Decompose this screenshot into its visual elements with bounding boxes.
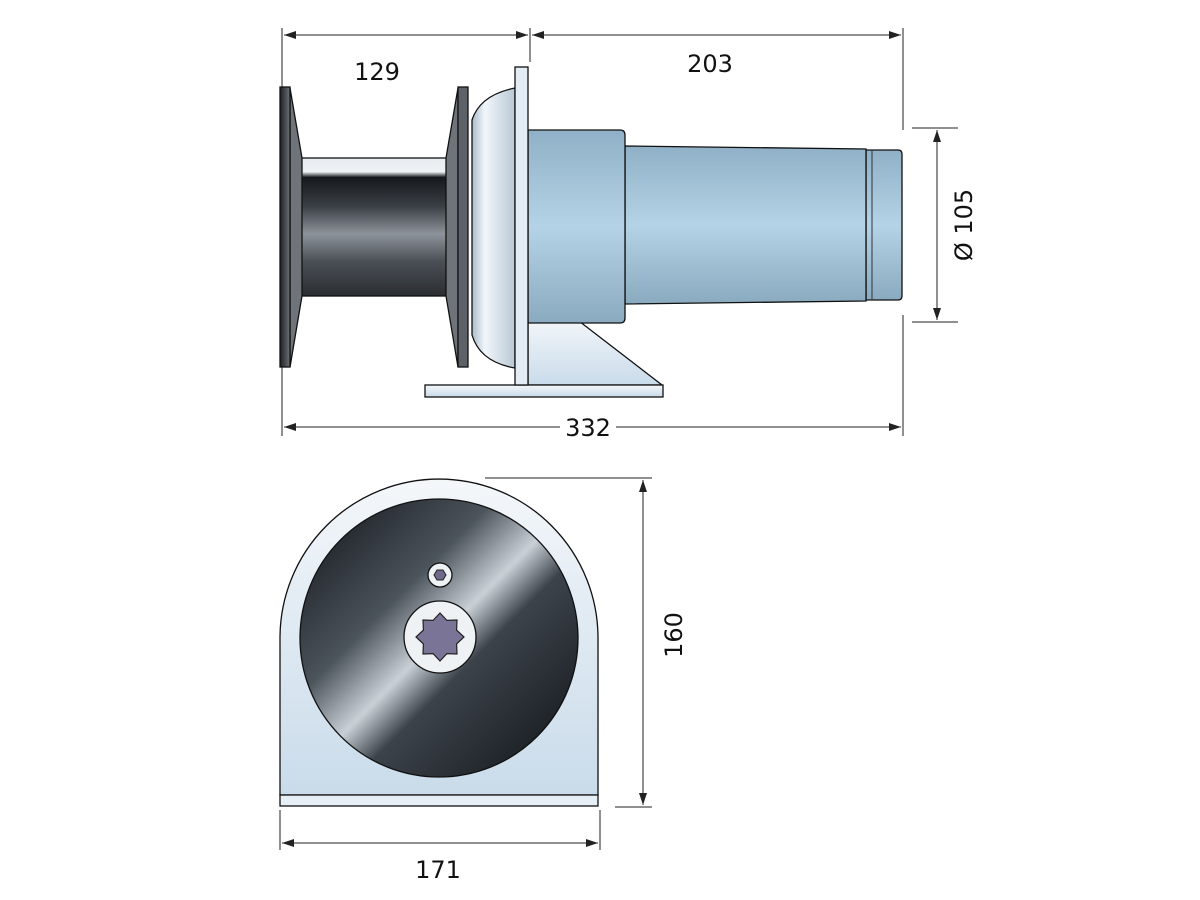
dim-label-diameter-105: Ø 105 — [950, 189, 978, 261]
dimension-drum-length: 129 — [284, 31, 528, 86]
dimension-motor-diameter: Ø 105 — [933, 130, 978, 320]
drum-flange-left — [279, 86, 303, 368]
dim-label-129: 129 — [354, 58, 400, 86]
front-view: 160 171 — [279, 477, 688, 884]
side-view: 129 203 332 Ø 105 — [279, 28, 978, 442]
spline-shaft — [415, 612, 465, 662]
bracket-gusset — [527, 317, 664, 386]
dimension-height: 160 — [639, 480, 688, 805]
base-plate — [424, 384, 664, 398]
motor — [527, 129, 903, 324]
mounting-plate — [514, 66, 529, 386]
gear-housing-dome — [471, 87, 516, 369]
drum-flange-right — [445, 86, 469, 368]
bolt — [427, 562, 453, 588]
dimension-motor-length: 203 — [532, 31, 901, 78]
winch-drum — [299, 157, 449, 297]
dimension-width: 171 — [282, 839, 598, 884]
dimension-overall-length: 332 — [284, 414, 901, 442]
dim-label-203: 203 — [687, 50, 733, 78]
dim-label-160: 160 — [660, 612, 688, 658]
base-plate-front — [279, 794, 599, 807]
dim-label-171: 171 — [415, 856, 461, 884]
dim-label-332: 332 — [565, 414, 611, 442]
hex-socket-icon — [433, 569, 447, 581]
